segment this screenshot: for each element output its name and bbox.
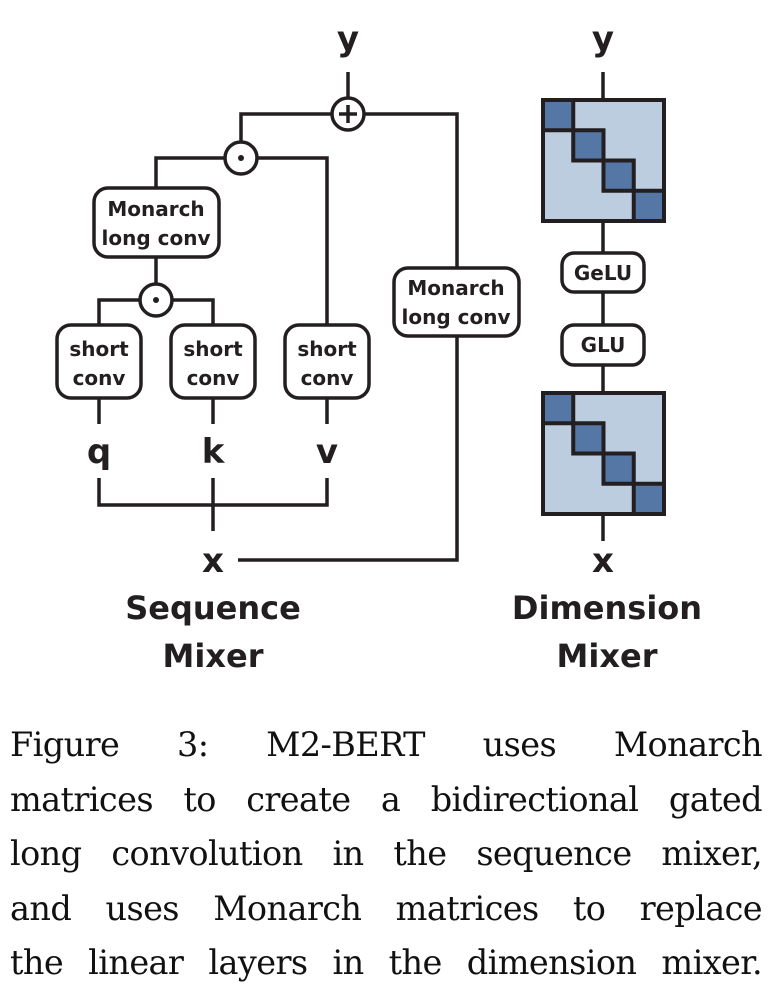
wire-inner-gate-to-q: [97, 298, 140, 325]
short-conv-q-line2: conv: [73, 366, 126, 390]
figure-caption: Figure 3: M2-BERT uses Monarch matrices …: [10, 718, 763, 991]
dimension-input-label: x: [592, 541, 614, 581]
wire-add-to-gate: [239, 112, 332, 142]
glu-box: GLU: [560, 323, 646, 367]
residual-long-conv-line2: long conv: [402, 305, 511, 329]
wire-add-to-residual: [364, 112, 459, 268]
wire-x-to-residual: [238, 336, 459, 562]
dimension-mixer-title-line2: Mixer: [557, 637, 658, 675]
residual-long-conv-line1: Monarch: [407, 276, 504, 300]
dimension-mixer: GeLU GLU y x Dimension Mixer: [512, 19, 702, 675]
glu-label: GLU: [581, 333, 626, 357]
sequence-output-label: y: [337, 19, 359, 59]
short-conv-v-line2: conv: [301, 366, 354, 390]
input-label-k: k: [202, 432, 226, 472]
monarch-long-conv-line2: long conv: [102, 226, 211, 250]
sequence-mixer: Monarch long conv Monarch long conv shor…: [55, 19, 521, 675]
wire-gate-to-v: [257, 156, 329, 325]
matrix-diagonal-block: [541, 98, 576, 133]
add-op: [330, 96, 366, 132]
input-label-v: v: [316, 432, 338, 472]
short-conv-k-box: short conv: [169, 323, 257, 400]
sequence-mixer-title-line1: Sequence: [125, 589, 301, 627]
caption-line: Figure 3: M2-BERT uses Monarch: [10, 725, 763, 764]
matrix-diagonal-block: [541, 391, 576, 426]
dimension-mixer-title-line1: Dimension: [512, 589, 702, 627]
gelu-box: GeLU: [560, 251, 646, 294]
gate-op-outer: [223, 140, 259, 176]
matrix-diagonal-block: [571, 421, 606, 456]
sequence-input-label: x: [202, 541, 224, 581]
wire-inner-gate-to-k: [172, 298, 215, 325]
gate-op-inner: [138, 282, 174, 318]
caption-line: matrices to create a bidirectional gated: [10, 779, 763, 819]
matrix-diagonal-block: [601, 158, 636, 193]
monarch-matrix-top: [541, 98, 666, 223]
matrix-diagonal-block: [631, 481, 666, 516]
input-label-q: q: [87, 432, 111, 472]
matrix-border: [541, 98, 666, 223]
matrix-diagonal-block: [571, 128, 606, 163]
short-conv-v-box: short conv: [283, 323, 371, 400]
short-conv-k-line1: short: [183, 337, 243, 361]
monarch-matrix-bottom: [541, 391, 666, 516]
sequence-mixer-wires: [97, 72, 459, 562]
architecture-diagram: Monarch long conv Monarch long conv shor…: [55, 19, 702, 675]
matrix-diagonal-block: [631, 188, 666, 223]
monarch-long-conv-box: Monarch long conv: [92, 186, 221, 259]
matrix-border: [541, 391, 666, 516]
caption-line: the linear layers in the dimension mixer…: [10, 943, 763, 982]
dimension-output-label: y: [592, 19, 614, 59]
caption-line: long convolution in the sequence mixer,: [10, 834, 763, 873]
residual-long-conv-box: Monarch long conv: [392, 266, 521, 338]
short-conv-v-line1: short: [297, 337, 357, 361]
monarch-long-conv-line1: Monarch: [107, 197, 204, 221]
wire-gate-to-longconv: [154, 156, 225, 188]
caption-line: and uses Monarch matrices to replace: [10, 888, 763, 928]
short-conv-k-line2: conv: [187, 366, 240, 390]
short-conv-q-box: short conv: [55, 323, 143, 400]
short-conv-q-line1: short: [69, 337, 129, 361]
sequence-mixer-title-line2: Mixer: [163, 637, 264, 675]
gelu-label: GeLU: [574, 261, 632, 285]
matrix-diagonal-block: [601, 451, 636, 486]
